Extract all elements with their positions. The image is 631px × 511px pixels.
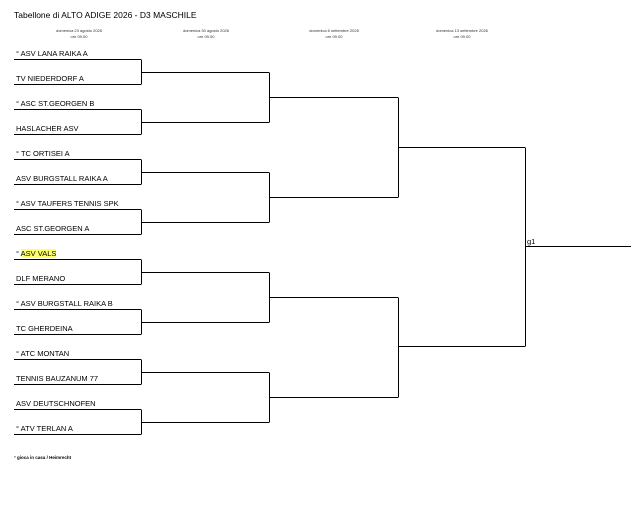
team-name: ATC MONTAN <box>20 349 70 358</box>
team-name-highlighted: ASV VALS <box>20 249 57 258</box>
round-date: domenica 30 agosto 2026 <box>182 28 230 33</box>
home-marker: ° <box>16 424 21 433</box>
footnote: ° gioca in casa / Heimrecht <box>14 455 72 460</box>
team-name: DLF MERANO <box>16 274 66 283</box>
round-time: ore 09.00 <box>325 34 343 39</box>
home-marker: ° <box>16 149 21 158</box>
team-name: ASV DEUTSCHNOFEN <box>16 399 96 408</box>
team-entry: ASC ST.GEORGEN A <box>16 224 89 233</box>
team-name: TENNIS BAUZANUM 77 <box>16 374 99 383</box>
team-entry: ASV BURGSTALL RAIKA A <box>16 174 108 183</box>
round-date: domenica 23 agosto 2026 <box>55 28 103 33</box>
team-entry: ° ASV TAUFERS TENNIS SPK <box>16 199 119 208</box>
round-header-2: domenica 30 agosto 2026 ore 09.00 <box>151 28 261 40</box>
team-name: HASLACHER ASV <box>16 124 79 133</box>
home-marker: ° <box>16 349 21 358</box>
round-date: domenica 13 settembre 2026 <box>436 28 488 33</box>
team-entry: ° ATC MONTAN <box>16 349 69 358</box>
team-name: TV NIEDERDORF A <box>16 74 84 83</box>
round-date: domenica 6 settembre 2026 <box>309 28 359 33</box>
round-header-3: domenica 6 settembre 2026 ore 09.00 <box>279 28 389 40</box>
team-entry: DLF MERANO <box>16 274 65 283</box>
team-name: ASV BURGSTALL RAIKA A <box>16 174 108 183</box>
round-time: ore 09.00 <box>70 34 88 39</box>
home-marker: ° <box>16 249 21 258</box>
home-marker: ° <box>16 299 21 308</box>
final-winner-label: g1 <box>527 237 536 246</box>
team-name: TC GHERDEINA <box>16 324 73 333</box>
home-marker: ° <box>16 49 21 58</box>
team-entry: ° ASV LANA RAIKA A <box>16 49 88 58</box>
team-name: ASC ST.GEORGEN B <box>20 99 95 108</box>
round-header-1: domenica 23 agosto 2026 ore 09.00 <box>24 28 134 40</box>
team-entry: ° ASC ST.GEORGEN B <box>16 99 94 108</box>
team-entry: TC GHERDEINA <box>16 324 73 333</box>
team-name: ASV TAUFERS TENNIS SPK <box>20 199 119 208</box>
team-name: TC ORTISEI A <box>20 149 70 158</box>
home-marker: ° <box>16 99 21 108</box>
team-entry: ° ASV BURGSTALL RAIKA B <box>16 299 113 308</box>
team-entry: ° ASV VALS <box>16 249 57 258</box>
round-header-4: domenica 13 settembre 2026 ore 09.00 <box>407 28 517 40</box>
team-name: ASV LANA RAIKA A <box>20 49 88 58</box>
team-entry: HASLACHER ASV <box>16 124 79 133</box>
team-name: ATV TERLAN A <box>20 424 73 433</box>
home-marker: ° <box>16 199 21 208</box>
round-time: ore 09.00 <box>197 34 215 39</box>
team-name: ASC ST.GEORGEN A <box>16 224 90 233</box>
page-title: Tabellone di ALTO ADIGE 2026 - D3 MASCHI… <box>14 10 197 20</box>
team-entry: ASV DEUTSCHNOFEN <box>16 399 96 408</box>
team-entry: ° ATV TERLAN A <box>16 424 73 433</box>
team-entry: TENNIS BAUZANUM 77 <box>16 374 98 383</box>
round-time: ore 09.00 <box>453 34 471 39</box>
team-entry: ° TC ORTISEI A <box>16 149 70 158</box>
team-entry: TV NIEDERDORF A <box>16 74 84 83</box>
team-name: ASV BURGSTALL RAIKA B <box>20 299 113 308</box>
